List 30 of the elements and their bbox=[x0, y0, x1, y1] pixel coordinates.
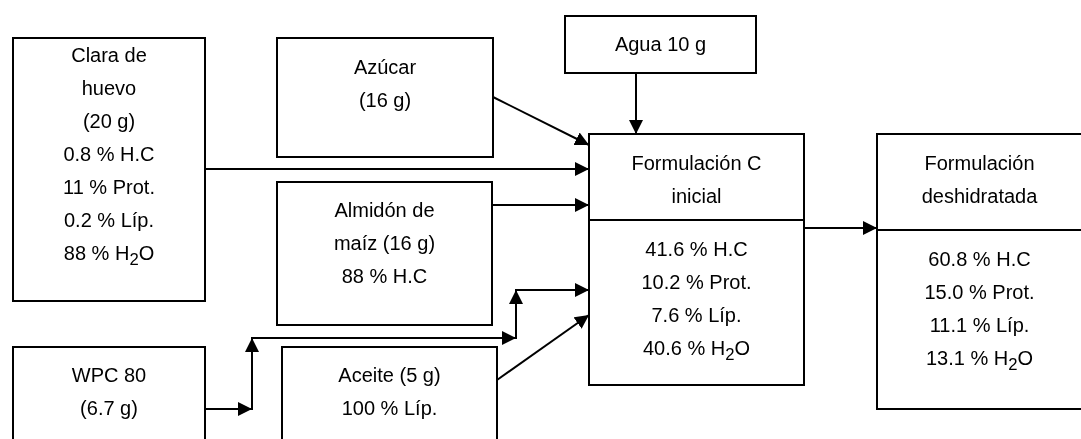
node-heading: Clara de huevo (20 g) bbox=[70, 43, 148, 134]
composition-text: 10.2 % Prot. bbox=[641, 270, 752, 295]
node-heading: Formulación deshidratada bbox=[920, 151, 1039, 209]
composition-text: 60.8 % H.C bbox=[928, 247, 1031, 272]
composition-text: 13.1 % H$_{2}$O bbox=[925, 346, 1034, 376]
ingredient-box bbox=[276, 181, 493, 326]
composition-text: 88 % H.C bbox=[341, 264, 428, 289]
composition-text: 100 % Líp. bbox=[341, 396, 438, 421]
composition-text: 7.6 % Líp. bbox=[651, 303, 742, 328]
ingredient-box bbox=[564, 15, 757, 74]
process-box bbox=[588, 133, 805, 386]
node-heading: Formulación C inicial bbox=[630, 151, 763, 209]
node-heading: Agua 10 g bbox=[614, 32, 707, 57]
ingredient-box bbox=[281, 346, 498, 439]
composition-text: 11.1 % Líp. bbox=[929, 313, 1030, 338]
node-heading: Aceite (5 g) bbox=[338, 363, 441, 388]
composition-text: 0.8 % H.C bbox=[63, 142, 155, 167]
composition-text: 41.6 % H.C bbox=[645, 237, 748, 262]
process-box bbox=[876, 133, 1081, 410]
ingredient-box bbox=[12, 37, 206, 302]
ingredient-box bbox=[12, 346, 206, 439]
composition-text: 11 % Prot. bbox=[63, 175, 155, 200]
node-heading: WPC 80 (6.7 g) bbox=[70, 363, 148, 421]
ingredient-box bbox=[276, 37, 494, 158]
composition-text: 40.6 % H$_{2}$O bbox=[642, 336, 751, 366]
node-heading: Almidón de maíz (16 g) bbox=[332, 198, 437, 256]
composition-text: 0.2 % Líp. bbox=[63, 208, 155, 233]
composition-text: 15.0 % Prot. bbox=[924, 280, 1035, 305]
node-heading: Azúcar (16 g) bbox=[352, 55, 418, 113]
composition-text: 88 % H$_{2}$O bbox=[63, 241, 155, 271]
